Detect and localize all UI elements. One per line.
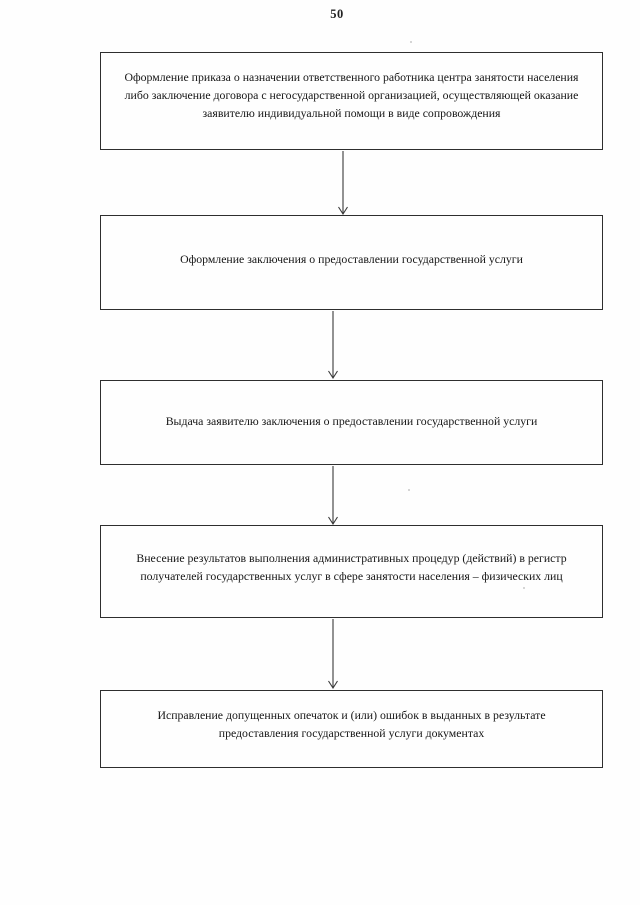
- page-number: 50: [330, 7, 344, 21]
- scan-artifact-dot: [410, 41, 412, 43]
- arrow-down-icon: [328, 311, 338, 379]
- flowchart-step-2-label: Оформление заключения о предоставлении г…: [180, 251, 523, 266]
- flowchart-step-1: Оформление приказа о назначении ответств…: [100, 52, 603, 150]
- flowchart-step-3: Выдача заявителю заключения о предоставл…: [100, 380, 603, 465]
- scan-artifact-dot: [408, 489, 410, 491]
- flowchart-step-1-label: Оформление приказа о назначении ответств…: [124, 70, 579, 120]
- flowchart-step-5: Исправление допущенных опечаток и (или) …: [100, 690, 603, 768]
- scan-artifact-dot: [523, 587, 525, 589]
- flowchart-step-5-label: Исправление допущенных опечаток и (или) …: [157, 708, 546, 740]
- flowchart-step-4: Внесение результатов выполнения админист…: [100, 525, 603, 618]
- flowchart-step-3-label: Выдача заявителю заключения о предоставл…: [165, 413, 538, 428]
- arrow-down-icon: [328, 466, 338, 525]
- flowchart-step-4-label: Внесение результатов выполнения админист…: [136, 550, 567, 583]
- arrow-down-icon: [338, 151, 348, 215]
- arrow-down-icon: [328, 619, 338, 689]
- flowchart-step-2: Оформление заключения о предоставлении г…: [100, 215, 603, 310]
